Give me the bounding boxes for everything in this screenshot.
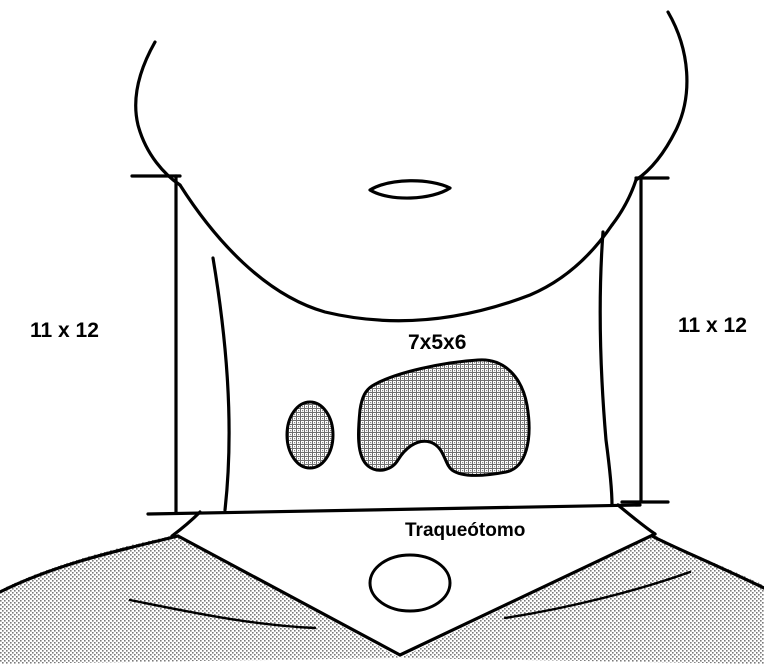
- left-shoulder-chest: [0, 535, 400, 664]
- left-base-stroke: [172, 512, 200, 536]
- mouth: [370, 181, 450, 198]
- tracheostomy-stoma: [370, 555, 450, 611]
- right-shoulder-chest: [400, 535, 764, 664]
- tracheostomy-label: Traqueótomo: [405, 520, 525, 541]
- right-face-contour: [636, 12, 687, 180]
- mass-dimension-label: 7x5x6: [408, 331, 466, 354]
- right-jaw-upper: [612, 180, 636, 225]
- chin-jaw-line: [180, 185, 612, 321]
- right-dimension-label: 11 x 12: [678, 314, 747, 337]
- neck-base-line: [148, 505, 640, 514]
- right-neck-side: [600, 232, 612, 505]
- left-neck-side: [213, 258, 229, 510]
- small-lesion: [287, 402, 333, 468]
- left-face-contour: [136, 42, 180, 185]
- large-lesion-mass: [358, 360, 529, 476]
- right-base-stroke: [618, 505, 655, 534]
- left-dimension-label: 11 x 12: [30, 319, 99, 342]
